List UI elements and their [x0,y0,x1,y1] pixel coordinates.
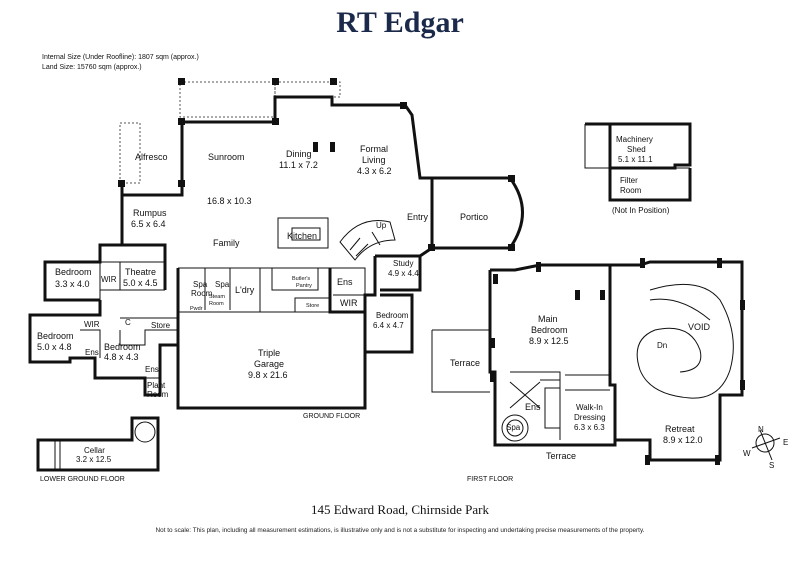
label-terrace-1: Terrace [450,358,480,368]
label-retreat: Retreat [665,424,695,434]
label-spa-2: Spa [215,280,230,289]
label-bedroom-2: Bedroom [37,331,74,341]
internal-size: Internal Size (Under Roofline): 1807 sqm… [42,54,199,61]
label-spa-room: Room [191,289,213,298]
label-bedroom-2-dim: 5.0 x 4.8 [37,342,72,352]
compass-e: E [783,438,788,447]
label-theatre: Theatre [125,267,156,277]
label-filter-room: Room [620,186,642,195]
label-bedroom-1-dim: 3.3 x 4.0 [55,279,90,289]
disclaimer: Not to scale: This plan, including all m… [155,527,645,534]
label-triple: Triple [258,348,280,358]
label-terrace-2: Terrace [546,451,576,461]
label-family: Family [213,238,240,248]
label-main-bedroom: Bedroom [531,325,568,335]
label-bedroom-3-dim: 4.8 x 4.3 [104,352,139,362]
label-machinery: Machinery [616,135,653,144]
label-plant-room: Room [147,390,169,399]
label-entry: Entry [407,212,429,222]
label-portico: Portico [460,212,488,222]
label-rumpus: Rumpus [133,208,167,218]
label-sunroom: Sunroom [208,152,245,162]
label-kitchen: Kitchen [287,231,317,241]
label-main-bed-dim: 8.9 x 12.5 [529,336,569,346]
label-butlers: Butler's [292,276,310,282]
compass: N E W S [743,425,788,470]
floor-label-lower: LOWER GROUND FLOOR [40,476,125,483]
label-not-in-position: (Not In Position) [612,206,670,215]
label-wir-ground: WIR [340,298,358,308]
label-wir-2: WIR [84,320,100,329]
label-bedroom-3: Bedroom [104,342,141,352]
label-filter: Filter [620,176,638,185]
label-shed: Shed [627,145,646,154]
label-alfresco: Alfresco [135,152,168,162]
compass-s: S [769,461,774,470]
label-steam: Steam [209,294,225,300]
ground-floor-plan [28,78,524,472]
label-plant: Plant [147,381,166,390]
label-dining-dim: 11.1 x 7.2 [279,160,318,170]
label-wir-1: WIR [101,275,117,284]
label-theatre-dim: 5.0 x 4.5 [123,278,158,288]
label-steam-room: Room [209,301,224,307]
label-living-dim: 4.3 x 6.2 [357,166,392,176]
property-address: 145 Edward Road, Chirnside Park [310,502,489,517]
label-dressing: Dressing [574,413,606,422]
label-ens-3: Ens [145,365,159,374]
label-spa-first: Spa [506,423,521,432]
label-retreat-dim: 8.9 x 12.0 [663,435,703,445]
label-bedroom-4: Bedroom [376,311,409,320]
label-ens-first: Ens [525,402,541,412]
label-bedroom-4-dim: 6.4 x 4.7 [373,321,404,330]
property-sizes: Internal Size (Under Roofline): 1807 sqm… [42,53,199,73]
label-walkin: Walk-In [576,403,603,412]
label-ens-ground: Ens [337,277,353,287]
label-dining: Dining [286,149,312,159]
label-pantry: Pantry [296,283,312,289]
floor-label-first: FIRST FLOOR [467,476,513,483]
floor-label-ground: GROUND FLOOR [303,413,360,420]
label-up: Up [376,221,387,230]
compass-n: N [758,425,764,434]
label-rumpus-dim: 6.5 x 6.4 [131,219,166,229]
label-shed-dim: 5.1 x 11.1 [618,155,653,164]
label-bedroom-1: Bedroom [55,267,92,277]
label-cellar-dim: 3.2 x 12.5 [76,455,112,464]
outbuildings-plan [584,122,692,202]
label-cellar: Cellar [84,446,105,455]
label-ens-2: Ens [85,348,99,357]
label-void: VOID [688,322,711,332]
label-pwdr: Pwdr [190,306,203,312]
label-store-mid: Store [306,303,319,309]
label-study: Study [393,259,413,268]
label-living: Living [362,155,386,165]
label-study-dim: 4.9 x 4.4 [388,269,419,278]
label-garage: Garage [254,359,284,369]
label-store-left: Store [151,321,171,330]
label-garage-dim: 9.8 x 21.6 [248,370,288,380]
label-dressing-dim: 6.3 x 6.3 [574,423,605,432]
label-dn: Dn [657,341,667,350]
compass-w: W [743,449,751,458]
label-formal: Formal [360,144,388,154]
land-size: Land Size: 15760 sqm (approx.) [42,64,142,71]
room-labels: Alfresco Sunroom Dining 11.1 x 7.2 Forma… [37,135,711,483]
label-ldry: L'dry [235,285,255,295]
label-c: C [125,318,131,327]
label-main: Main [538,314,558,324]
label-main-dim: 16.8 x 10.3 [207,196,252,206]
first-floor-plan [431,258,745,465]
brand-logo: RT Edgar [336,6,464,39]
label-spa-ground: Spa [193,280,208,289]
